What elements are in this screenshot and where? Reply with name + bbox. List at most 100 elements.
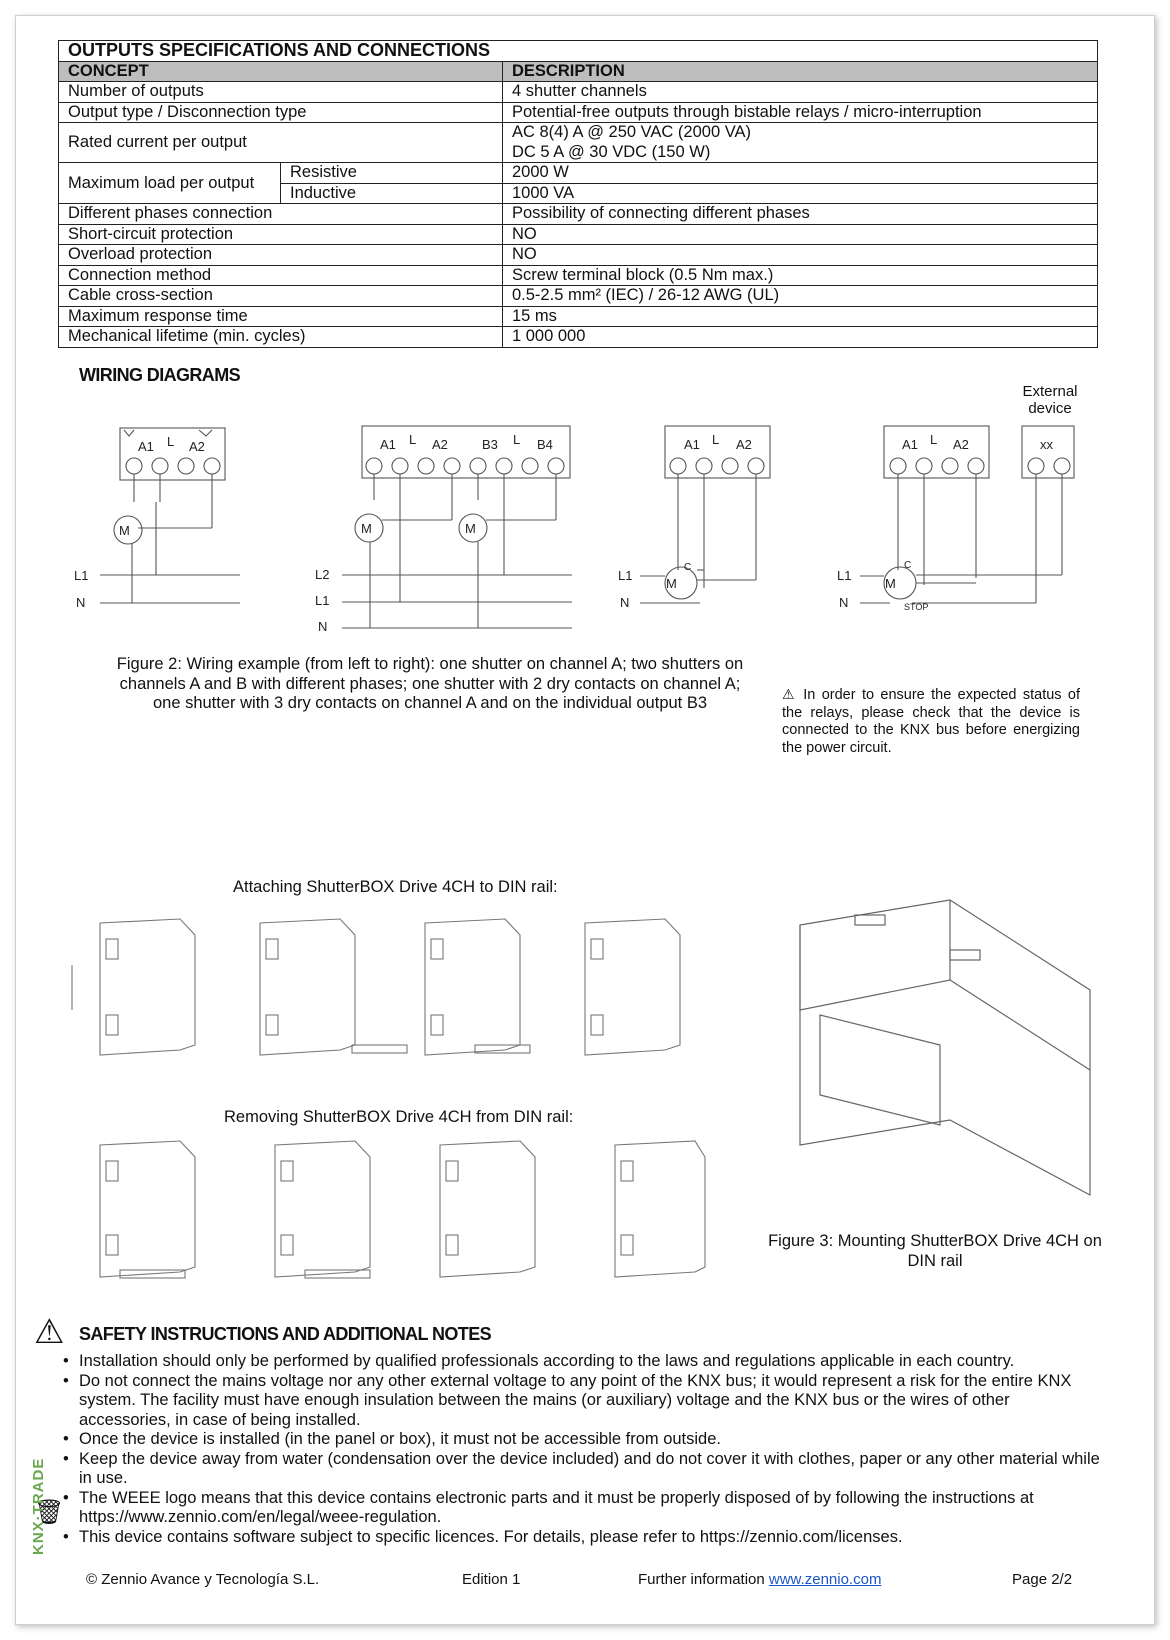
attach-step-icon bbox=[259, 918, 408, 1056]
weee-bin-icon: 🗑 bbox=[34, 1499, 65, 1526]
terminal-label-a1: A1 bbox=[684, 437, 700, 452]
terminal-label-a2: A2 bbox=[189, 439, 205, 454]
wiring-heading: WIRING DIAGRAMS bbox=[79, 365, 241, 385]
table-row: Connection method Screw terminal block (… bbox=[58, 264, 1098, 286]
cell-label: Mechanical lifetime (min. cycles) bbox=[58, 326, 503, 348]
cell-sublabel: Resistive bbox=[280, 162, 503, 184]
line-label-l1: L1 bbox=[315, 593, 329, 608]
external-device-label-line: device bbox=[1028, 400, 1072, 417]
remove-step-icon bbox=[99, 1140, 196, 1279]
terminal-label-a2: A2 bbox=[736, 437, 752, 452]
cell-value: 0.5-2.5 mm² (IEC) / 26-12 AWG (UL) bbox=[502, 285, 1098, 307]
cell-label: Overload protection bbox=[58, 244, 503, 266]
table-title: OUTPUTS SPECIFICATIONS AND CONNECTIONS bbox=[58, 40, 1098, 62]
attach-caption: Attaching ShutterBOX Drive 4CH to DIN ra… bbox=[233, 878, 558, 896]
caption-line: DIN rail bbox=[907, 1251, 963, 1270]
cell-label: Number of outputs bbox=[58, 81, 503, 103]
line-label-l1: L1 bbox=[74, 568, 88, 583]
caption-line: one shutter with 3 dry contacts on chann… bbox=[152, 694, 708, 712]
line-label-n: N bbox=[839, 595, 848, 610]
cell-value: 1 000 000 bbox=[502, 326, 1098, 348]
table-row: Maximum load per output Resistive 2000 W bbox=[58, 162, 1098, 204]
cell-value: Possibility of connecting different phas… bbox=[502, 203, 1098, 225]
cell-value: NO bbox=[502, 223, 1098, 245]
cell-value: Screw terminal block (0.5 Nm max.) bbox=[502, 264, 1098, 286]
motor-label: M bbox=[119, 523, 130, 538]
caption-line: Figure 2: Wiring example (from left to r… bbox=[116, 655, 744, 673]
cell-value: Potential-free outputs through bistable … bbox=[502, 101, 1098, 123]
terminal-label-b4: B4 bbox=[537, 437, 553, 452]
footer-further: Further information www.zennio.com bbox=[638, 1571, 881, 1588]
safety-heading: SAFETY INSTRUCTIONS AND ADDITIONAL NOTES bbox=[79, 1324, 492, 1344]
column-header-concept: CONCEPT bbox=[58, 60, 503, 82]
list-item: This device contains software subject to… bbox=[59, 1528, 1101, 1548]
cell-value: AC 8(4) A @ 250 VAC (2000 VA) DC 5 A @ 3… bbox=[502, 122, 1098, 163]
column-header-description: DESCRIPTION bbox=[502, 60, 1098, 82]
wiring-diagram-two-shutters bbox=[342, 425, 572, 629]
zennio-link[interactable]: www.zennio.com bbox=[768, 1571, 882, 1588]
terminal-label-a1: A1 bbox=[138, 439, 154, 454]
terminal-label-b3: B3 bbox=[482, 437, 498, 452]
line-label-n: N bbox=[318, 619, 327, 634]
terminal-label-a2: A2 bbox=[953, 437, 969, 452]
remove-caption: Removing ShutterBOX Drive 4CH from DIN r… bbox=[224, 1108, 574, 1126]
relay-note: ⚠ In order to ensure the expected status… bbox=[782, 686, 1080, 757]
list-item: The WEEE logo means that this device con… bbox=[59, 1489, 1101, 1528]
output-spec-table: OUTPUTS SPECIFICATIONS AND CONNECTIONS C… bbox=[58, 40, 1098, 348]
cell-label: Rated current per output bbox=[58, 122, 503, 163]
device-mounting-illustration bbox=[799, 899, 1091, 1197]
list-item: Do not connect the mains voltage nor any… bbox=[59, 1372, 1101, 1431]
safety-list: Installation should only be performed by… bbox=[59, 1352, 1101, 1547]
table-row: Overload protection NO bbox=[58, 244, 1098, 266]
external-device-label: External device bbox=[1010, 383, 1090, 417]
line-label-n: N bbox=[76, 595, 85, 610]
cell-label: Maximum load per output bbox=[58, 162, 281, 204]
motor-label: M bbox=[666, 576, 677, 591]
cell-label: Different phases connection bbox=[58, 203, 503, 225]
cell-value: 2000 W bbox=[502, 162, 1098, 184]
common-label: C bbox=[904, 560, 911, 571]
cell-label: Cable cross-section bbox=[58, 285, 503, 307]
terminal-label-a2: A2 bbox=[432, 437, 448, 452]
attach-step-icon bbox=[584, 918, 681, 1056]
external-device-label-line: External bbox=[1022, 383, 1078, 400]
din-rail-mounting-illustrations bbox=[71, 918, 706, 1279]
table-row: Mechanical lifetime (min. cycles) 1 000 … bbox=[58, 326, 1098, 348]
remove-step-icon bbox=[614, 1140, 706, 1278]
remove-step-icon bbox=[274, 1140, 371, 1279]
terminal-label-l: L bbox=[167, 434, 174, 449]
cell-value: 4 shutter channels bbox=[502, 81, 1098, 103]
terminal-label-l: L bbox=[409, 432, 416, 447]
line-label-n: N bbox=[620, 595, 629, 610]
cell-sublabel: Inductive bbox=[280, 182, 503, 204]
terminal-label-xx: xx bbox=[1040, 437, 1054, 452]
terminal-label-l: L bbox=[712, 432, 719, 447]
wiring-diagram-two-dry-contacts bbox=[640, 425, 771, 604]
footer-page-number: Page 2/2 bbox=[1012, 1571, 1073, 1588]
footer-further-label: Further information bbox=[638, 1571, 765, 1588]
stop-label: STOP bbox=[904, 602, 928, 612]
list-item: Keep the device away from water (condens… bbox=[59, 1450, 1101, 1489]
remove-step-icon bbox=[439, 1140, 536, 1278]
relay-note-text: In order to ensure the expected status o… bbox=[782, 687, 1080, 756]
wiring-diagram-one-shutter bbox=[100, 427, 240, 604]
terminal-label-l: L bbox=[513, 432, 520, 447]
wiring-diagrams: A1 L A2 M L1 N A1 L A2 B3 L B4 M M L2 L1… bbox=[74, 425, 1075, 634]
terminal-label-l: L bbox=[930, 432, 937, 447]
attach-step-icon bbox=[71, 918, 196, 1056]
cell-label: Short-circuit protection bbox=[58, 223, 503, 245]
cell-label: Output type / Disconnection type bbox=[58, 101, 503, 123]
line-label-l2: L2 bbox=[315, 567, 329, 582]
table-row: Short-circuit protection NO bbox=[58, 223, 1098, 245]
cell-label: Maximum response time bbox=[58, 305, 503, 327]
motor-label: M bbox=[361, 521, 372, 536]
caption-line: Figure 3: Mounting ShutterBOX Drive 4CH … bbox=[768, 1232, 1102, 1250]
footer-copyright: © Zennio Avance y Tecnología S.L. bbox=[86, 1571, 320, 1588]
side-mark: KNX·TRADE bbox=[30, 1457, 47, 1555]
cell-value-line: DC 5 A @ 30 VDC (150 W) bbox=[512, 142, 711, 161]
footer-edition: Edition 1 bbox=[462, 1571, 521, 1588]
motor-label: M bbox=[465, 521, 476, 536]
line-label-l1: L1 bbox=[618, 568, 632, 583]
warning-icon: ⚠ bbox=[34, 1313, 65, 1351]
cell-label: Connection method bbox=[58, 264, 503, 286]
